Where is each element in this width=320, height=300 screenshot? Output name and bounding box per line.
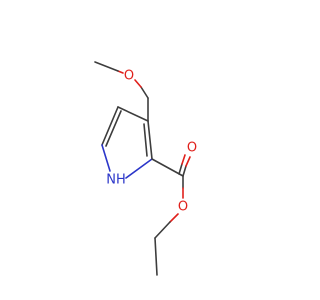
bond-c-o-double-dark — [182, 165, 187, 177]
bond-n1-c5 — [101, 144, 111, 172]
bond-o-ch2 — [154, 221, 171, 239]
bond-c2-n1 — [125, 158, 153, 179]
ester-oxygen-label: O — [178, 200, 188, 215]
bond-c4-c5-double — [105, 110, 122, 147]
bond-c2-carbonyl-c — [151, 158, 184, 177]
molecule-diagram: O O O NH — [94, 61, 197, 276]
bond-c3-c2 — [147, 120, 153, 160]
ring-nitrogen-label: NH — [106, 173, 126, 188]
bond-ch2-o — [140, 86, 149, 99]
bond-o-ch3 — [94, 61, 119, 72]
bond-c4-c5 — [101, 106, 119, 146]
bond-c-o-double-dark-2 — [178, 163, 183, 175]
bond-c3-c2-double — [143, 123, 148, 157]
bond-ch2-o-red — [134, 79, 142, 88]
carbonyl-oxygen-label: O — [187, 141, 197, 156]
bond-c4-c3 — [117, 106, 149, 122]
bond-c-o-double-red-2 — [181, 154, 186, 165]
bond-c-o-double-red — [185, 156, 191, 167]
structure-canvas: O O O NH — [94, 61, 197, 276]
bond-o-ch2-red — [169, 213, 179, 223]
methoxy-oxygen-label: O — [124, 69, 134, 84]
bond-ch2-ch3 — [154, 237, 158, 276]
bond-o-ch3-red — [117, 70, 124, 74]
